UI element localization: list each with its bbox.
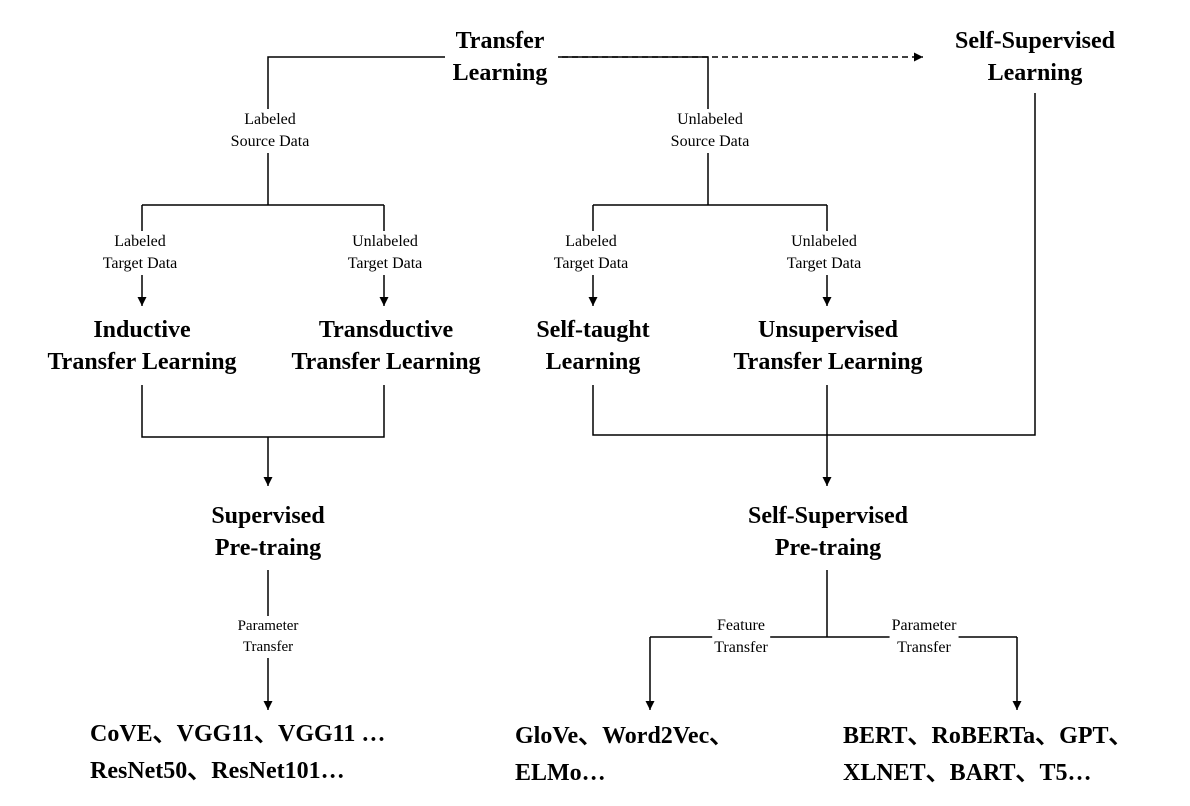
- examples-supervised-models: CoVE、VGG11、VGG11 …ResNet50、ResNet101…: [90, 721, 386, 784]
- edge-transfer-to-labeled-source: [267, 56, 445, 205]
- edge-merge-supervised: [141, 385, 385, 438]
- edge-ssp-split: [650, 570, 1017, 638]
- edge-merge-self-supervised: [592, 93, 1036, 436]
- examples-parameter-transfer-models: BERT、RoBERTa、GPT、XLNET、BART、T5…: [843, 723, 1133, 786]
- examples-feature-transfer-models: GloVe、Word2Vec、ELMo…: [515, 723, 734, 786]
